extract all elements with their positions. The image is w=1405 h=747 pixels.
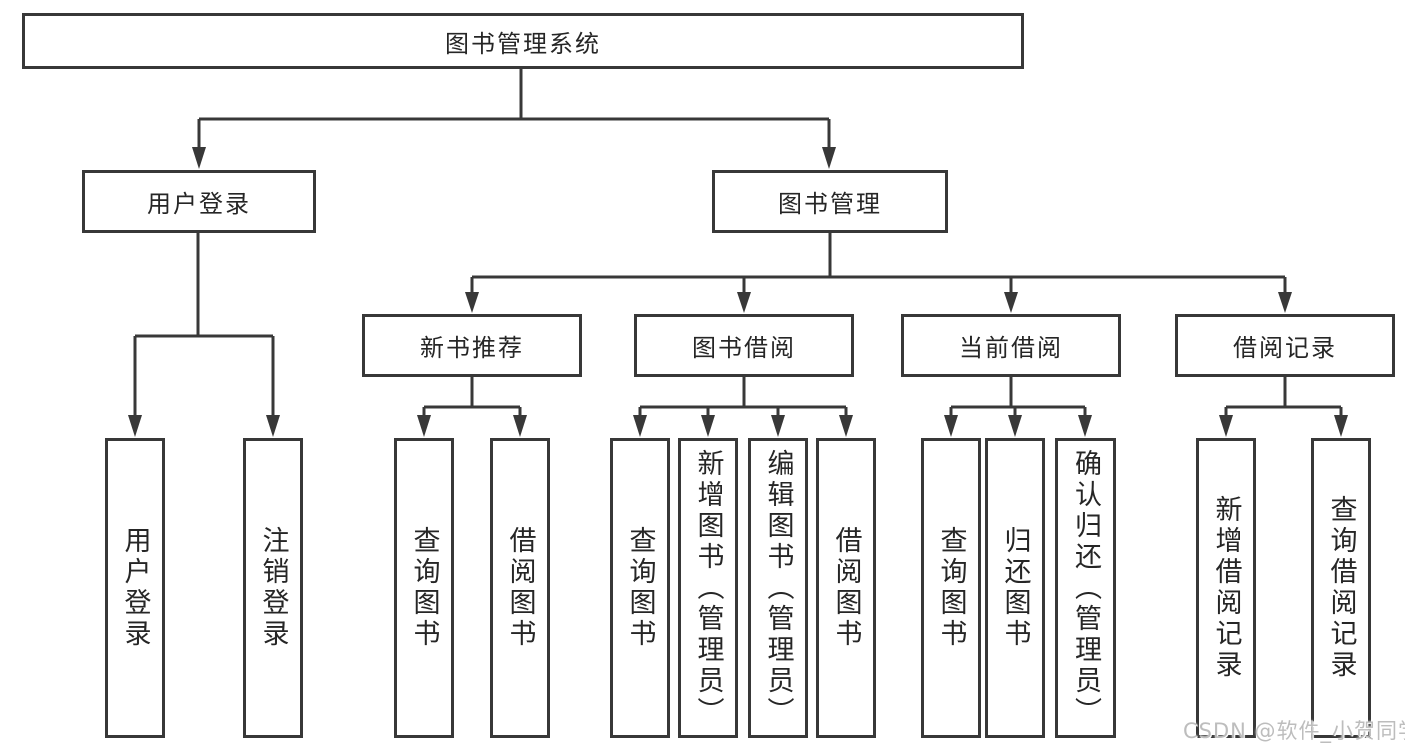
- leaf-add-borrow-record: 新增借阅记录: [1196, 438, 1256, 738]
- leaf-query-book-current: 查询图书: [921, 438, 981, 738]
- arrowhead-icons: [128, 147, 1348, 437]
- leaf-query-borrow-record: 查询借阅记录: [1311, 438, 1371, 738]
- node-root-library-system: 图书管理系统: [22, 13, 1024, 69]
- leaf-borrow-book: 借阅图书: [816, 438, 876, 738]
- node-borrow-record: 借阅记录: [1175, 314, 1395, 377]
- node-current-borrow: 当前借阅: [901, 314, 1121, 377]
- leaf-user-login: 用户登录: [105, 438, 165, 738]
- leaf-edit-book-admin: 编辑图书（管理员）: [748, 438, 808, 738]
- leaf-add-book-admin: 新增图书（管理员）: [678, 438, 738, 738]
- leaf-borrow-book-recommend: 借阅图书: [490, 438, 550, 738]
- csdn-watermark: CSDN @软件_小贺同学: [1183, 719, 1405, 743]
- leaf-return-book: 归还图书: [985, 438, 1045, 738]
- node-book-management: 图书管理: [712, 170, 948, 233]
- node-book-borrow: 图书借阅: [634, 314, 854, 377]
- leaf-query-book-recommend: 查询图书: [394, 438, 454, 738]
- leaf-logout: 注销登录: [243, 438, 303, 738]
- node-new-book-recommend: 新书推荐: [362, 314, 582, 377]
- leaf-query-book-borrow: 查询图书: [610, 438, 670, 738]
- node-user-login: 用户登录: [82, 170, 316, 233]
- leaf-confirm-return-admin: 确认归还（管理员）: [1055, 438, 1116, 738]
